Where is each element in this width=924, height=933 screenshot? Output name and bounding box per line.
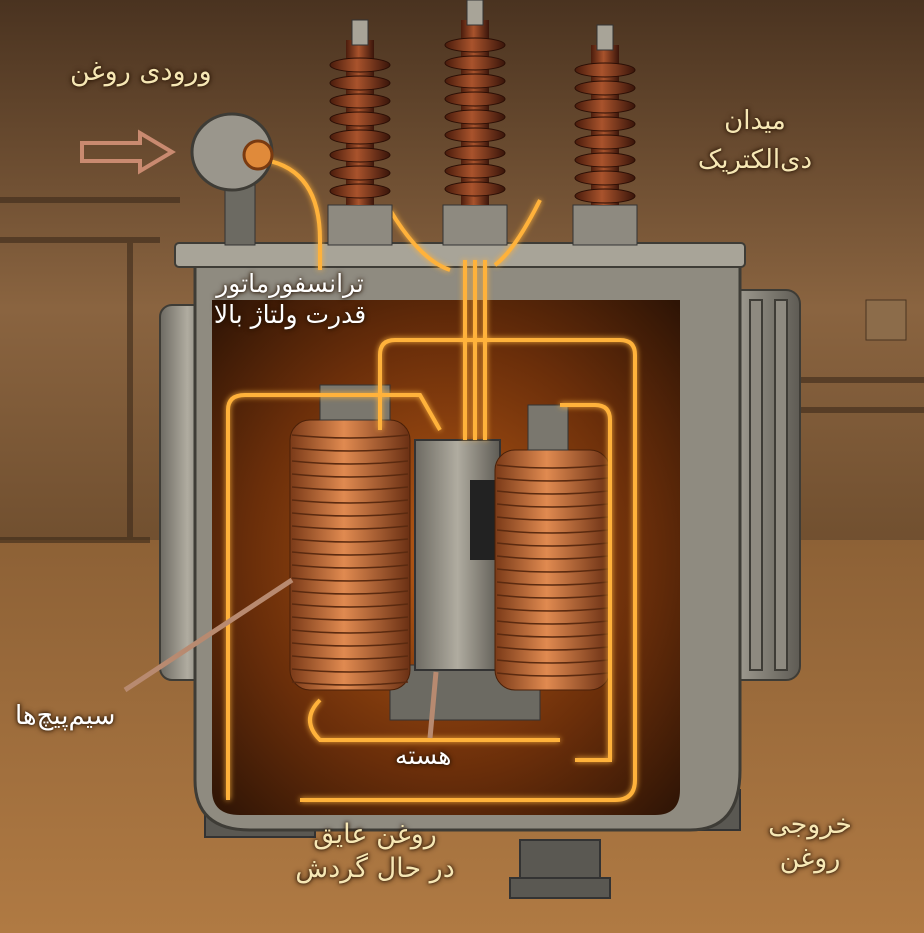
bushing-2: [442, 0, 508, 246]
bushing-1: [327, 19, 393, 246]
circulating-oil-line-2: در حال گردش: [295, 852, 455, 884]
oil-outlet-line-2: روغن: [779, 842, 841, 874]
core-pointer-line: [427, 671, 439, 739]
core-label: هسته: [395, 741, 452, 770]
wall-junction-box: [865, 299, 907, 341]
transformer-title-label: ترانسفورماتور قدرت ولتاژ بالا: [195, 268, 385, 331]
circulating-oil-label: روغن عایق در حال گردش: [255, 818, 495, 886]
transformer-title-line-1: ترانسفورماتور: [216, 269, 364, 298]
oil-inlet-fitting: [190, 112, 274, 246]
right-clamp: [527, 404, 569, 451]
tank-cover: [174, 242, 746, 268]
oil-outlet-line-1: خروجی: [768, 809, 852, 840]
transformer-title-line-2: قدرت ولتاژ بالا: [213, 300, 367, 330]
oil-outlet-label: خروجی روغن: [755, 808, 865, 876]
windings-pointer-line: [123, 577, 294, 693]
wall-pipes: [0, 197, 924, 543]
circulating-oil-line-1: روغن عایق: [313, 819, 437, 850]
bushing-3: [572, 24, 638, 246]
bushings: [327, 0, 638, 246]
dielectric-field-label: میدان دی‌الکتریک: [670, 105, 840, 176]
windings-label: سیم‌پیچ‌ها: [15, 701, 116, 731]
core-window: [470, 480, 495, 560]
oil-inlet-label: ورودی روغن: [70, 56, 212, 87]
oil-flow-lines: [226, 158, 637, 802]
left-winding: [289, 419, 411, 691]
right-winding: [494, 449, 611, 691]
oil-inlet-arrow-icon: [80, 129, 176, 175]
dielectric-field-line-2: دی‌الکتریک: [697, 144, 813, 175]
dielectric-field-line-1: میدان: [724, 106, 786, 136]
